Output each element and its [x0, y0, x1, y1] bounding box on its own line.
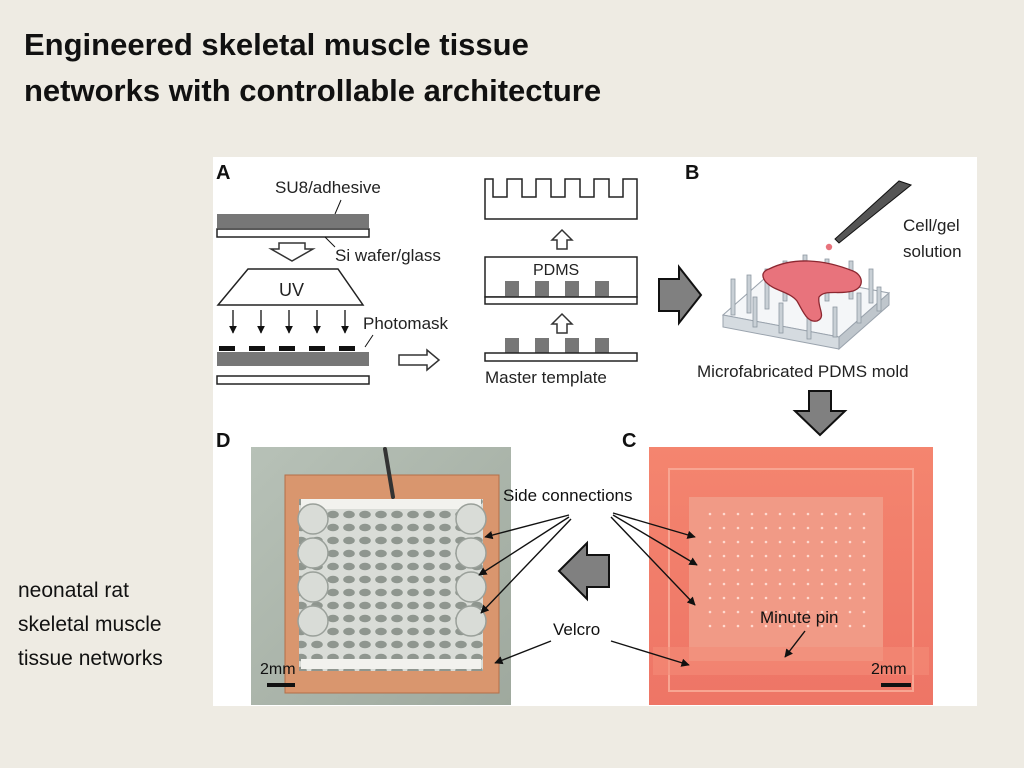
tissue-bottom-edge	[301, 659, 481, 669]
panel-a: A SU8/adhesive Si wafer/glass UV Photoma…	[216, 162, 638, 387]
gel-well-outline	[668, 468, 914, 692]
panel-d-letter: D	[216, 430, 230, 452]
figure-svg: A SU8/adhesive Si wafer/glass UV Photoma…	[216, 162, 962, 705]
cell-gel-solution	[762, 260, 862, 322]
su8-label: SU8/adhesive	[275, 178, 381, 197]
slide-title-line-2: networks with controllable architecture	[24, 73, 602, 108]
panel-d-scale-bar	[267, 683, 295, 687]
caption-line-2: skeletal muscle	[18, 613, 162, 636]
slide-title-line-1: Engineered skeletal muscle tissue	[24, 27, 529, 62]
mold-label: Microfabricated PDMS mold	[697, 362, 909, 381]
slide-title: Engineered skeletal muscle tissue networ…	[24, 22, 784, 114]
side-connection-arrows	[478, 512, 698, 614]
master-posts	[505, 338, 609, 353]
panel-c-scale-label: 2mm	[871, 661, 907, 678]
velcro-arrow	[610, 640, 690, 667]
su8-layer	[217, 214, 369, 228]
side-connections-left	[297, 503, 329, 637]
pin-array	[707, 503, 871, 637]
wafer-layer	[216, 228, 370, 238]
annotations: Side connections Velcro	[478, 486, 698, 667]
mold-side	[838, 291, 890, 351]
pdms-replica	[484, 178, 638, 220]
figure: A SU8/adhesive Si wafer/glass UV Photoma…	[213, 157, 977, 706]
master-posts-in-pdms	[505, 281, 609, 297]
cast-up-arrow	[550, 312, 574, 334]
velcro-arrow	[494, 640, 552, 665]
panel-c-letter: C	[622, 430, 636, 452]
caption-line-3: tissue networks	[18, 647, 163, 670]
master-base	[484, 352, 638, 362]
pin-label: Minute pin	[760, 608, 838, 627]
c-to-d-arrow	[557, 540, 610, 602]
uv-lamp	[216, 268, 365, 306]
pipette-tip	[834, 180, 913, 244]
side-arrow	[478, 516, 570, 576]
side-arrow	[612, 514, 698, 566]
side-caption: neonatal rat skeletal muscle tissue netw…	[18, 574, 208, 676]
su8-leader-line	[334, 199, 342, 215]
side-arrow	[610, 516, 696, 606]
panel-b-letter: B	[685, 162, 699, 184]
wafer-leader-line	[324, 236, 336, 248]
peel-up-arrow	[550, 228, 574, 250]
side-arrow	[484, 514, 570, 540]
side-arrow	[480, 518, 572, 614]
wafer-label: Si wafer/glass	[335, 246, 441, 265]
side-connections-label: Side connections	[503, 486, 632, 505]
process-down-arrow	[268, 242, 316, 262]
uv-label: UV	[279, 280, 304, 300]
to-master-arrow	[398, 348, 441, 372]
panel-c: C Minute pin 2mm	[622, 430, 933, 705]
panel-b: B Cell/gel solution Microfabricated PDMS…	[685, 162, 962, 381]
photomask-label: Photomask	[363, 314, 449, 333]
side-connections-right	[455, 503, 487, 637]
solution-label-line-1: Cell/gel	[903, 216, 960, 235]
a-to-b-arrow	[658, 264, 703, 326]
forceps	[383, 447, 395, 499]
velcro-arrows	[494, 640, 690, 667]
pin-arrow	[784, 630, 806, 658]
side-arrow	[612, 512, 696, 539]
droplet	[825, 243, 833, 251]
exposed-su8-layer	[217, 352, 369, 366]
panel-d-scale-label: 2mm	[260, 661, 296, 678]
master-label: Master template	[485, 368, 607, 387]
pdms-label: PDMS	[533, 262, 579, 279]
uv-rays	[229, 310, 349, 334]
panel-a-letter: A	[216, 162, 230, 184]
tissue-network	[299, 499, 483, 671]
pdms-cast-base	[484, 296, 638, 305]
panel-c-scale-bar	[881, 683, 911, 687]
solution-label-line-2: solution	[903, 242, 962, 261]
photomask	[219, 346, 355, 351]
velcro-label: Velcro	[553, 620, 600, 639]
photomask-leader-line	[364, 334, 374, 348]
panel-d: D 2mm	[216, 430, 511, 705]
tissue-top-edge	[301, 499, 481, 509]
caption-line-1: neonatal rat	[18, 579, 129, 602]
exposed-wafer-layer	[216, 375, 370, 385]
b-to-c-arrow	[792, 390, 848, 437]
